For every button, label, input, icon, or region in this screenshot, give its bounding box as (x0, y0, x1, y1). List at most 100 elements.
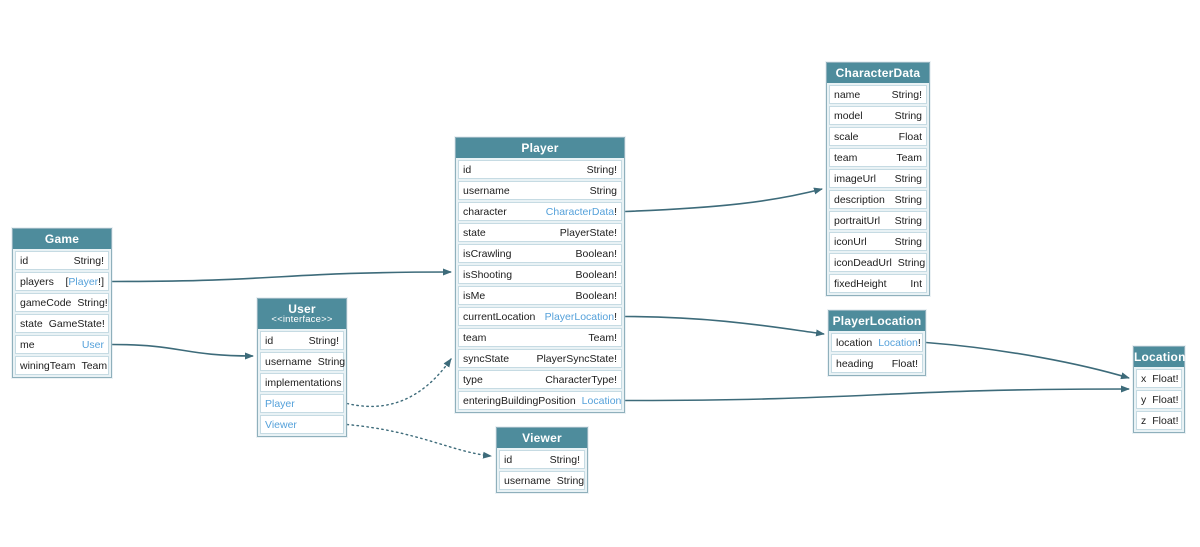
table-title: User (288, 302, 316, 316)
field-type: Location (582, 395, 622, 407)
type-text: String! (73, 254, 104, 267)
field-row-CharacterData-name[interactable]: name String! (829, 85, 927, 104)
field-row-Player-isCrawling[interactable]: isCrawling Boolean! (458, 244, 622, 263)
field-type: Boolean! (576, 290, 617, 302)
table-header-Game[interactable]: Game (13, 229, 111, 249)
field-name: imageUrl (834, 172, 877, 185)
table-title: Viewer (522, 431, 562, 445)
edge-User.Viewer-to-Viewer (346, 423, 492, 459)
type-link[interactable]: Location (581, 394, 622, 407)
type-link[interactable]: Viewer (265, 418, 297, 431)
type-link[interactable]: Player (68, 275, 99, 288)
field-name: name (834, 88, 861, 101)
field-name: isShooting (463, 268, 513, 281)
edge-PlayerLocation.location-to-Location (925, 341, 1130, 380)
field-type: Boolean! (576, 248, 617, 260)
table-header-Viewer[interactable]: Viewer (497, 428, 587, 448)
field-type: String (895, 236, 922, 248)
type-text: ! (614, 310, 617, 323)
type-text: Boolean! (575, 289, 617, 302)
type-link[interactable]: PlayerLocation (544, 310, 615, 323)
type-link[interactable]: CharacterData (545, 205, 615, 218)
field-row-User-implementations[interactable]: implementations (260, 373, 344, 392)
table-header-CharacterData[interactable]: CharacterData (827, 63, 929, 83)
field-name: character (463, 205, 507, 218)
table-title: PlayerLocation (832, 314, 922, 328)
field-type: String! (892, 89, 922, 101)
type-text: ! (917, 336, 921, 349)
edge-Game.players-to-Player (111, 268, 452, 283)
field-row-User-Viewer[interactable]: Viewer (260, 415, 344, 434)
edge-Game.me-to-User (111, 343, 254, 360)
type-text: String! (308, 334, 339, 347)
field-name: y (1141, 393, 1147, 406)
field-type: String! (74, 255, 104, 267)
table-header-Location[interactable]: Location (1134, 347, 1185, 367)
table-header-User[interactable]: User<<interface>> (258, 299, 346, 329)
type-text: String (894, 109, 922, 122)
field-row-Game-id[interactable]: id String! (15, 251, 109, 270)
type-text: !] (98, 275, 104, 288)
field-type: String (895, 215, 922, 227)
type-link[interactable]: Player (265, 397, 295, 410)
type-text: Team (896, 151, 922, 164)
field-name: iconDeadUrl (834, 256, 892, 269)
type-text: Int (910, 277, 922, 290)
field-row-Game-me[interactable]: me User (15, 335, 109, 354)
field-row-Game-players[interactable]: players[Player!] (15, 272, 109, 291)
type-text: Boolean! (575, 247, 617, 260)
type-link[interactable]: User (81, 338, 104, 351)
field-type: Int (910, 278, 922, 290)
table-header-PlayerLocation[interactable]: PlayerLocation (829, 311, 925, 331)
field-name: isCrawling (463, 247, 512, 260)
field-name: me (20, 338, 35, 351)
type-link[interactable]: Location (878, 336, 918, 349)
type-text: Team! (588, 331, 617, 344)
field-row-User-Player[interactable]: Player (260, 394, 344, 413)
table-header-Player[interactable]: Player (456, 138, 624, 158)
field-name: type (463, 373, 483, 386)
field-name: id (20, 254, 29, 267)
